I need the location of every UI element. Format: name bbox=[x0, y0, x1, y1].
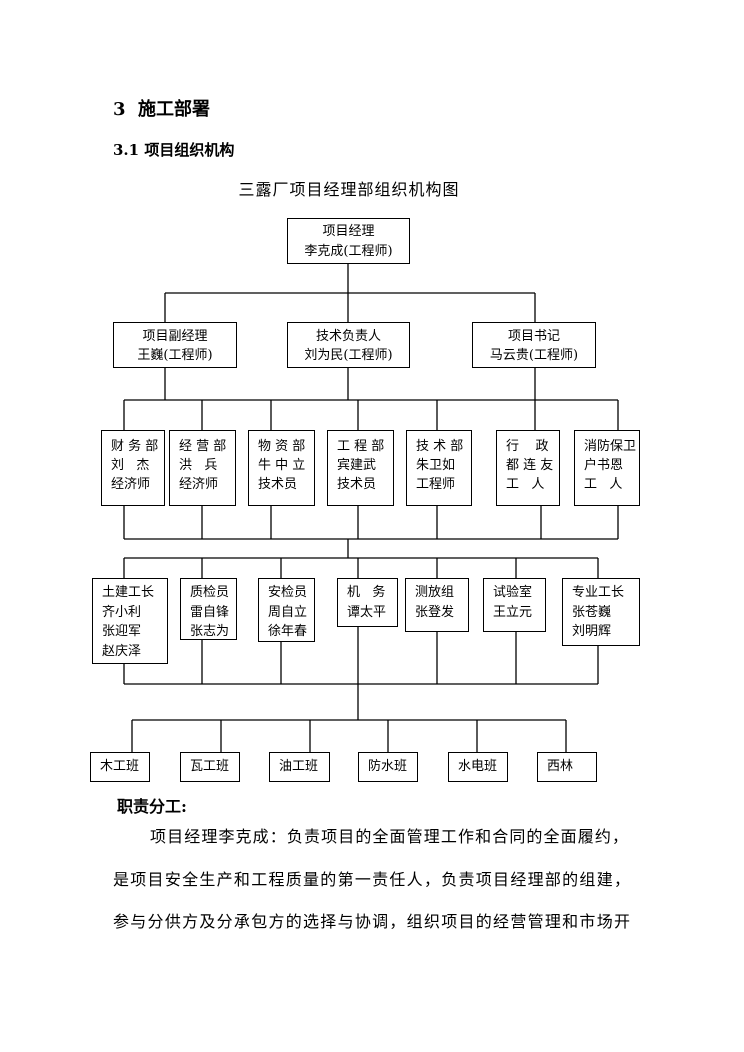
team-box-xilin: 西林 bbox=[537, 752, 597, 782]
box-line: 水电班 bbox=[458, 759, 498, 774]
box-line: 项目副经理 bbox=[142, 329, 208, 344]
project-secretary-box: 项目书记 马云贵(工程师) bbox=[472, 322, 596, 368]
box-line: 刘 杰 bbox=[111, 458, 150, 473]
box-line: 测放组 bbox=[415, 585, 455, 600]
deputy-manager-box: 项目副经理 王巍(工程师) bbox=[113, 322, 237, 368]
box-line: 消防保卫 bbox=[584, 439, 637, 454]
staff-box-surveying: 测放组 张登发 bbox=[405, 578, 469, 632]
box-line: 油工班 bbox=[279, 759, 319, 774]
department-box-operations: 经 营 部 洪 兵 经济师 bbox=[169, 430, 236, 506]
box-line: 张志为 bbox=[190, 624, 230, 639]
department-box-administration: 行 政 都 连 友 工 人 bbox=[496, 430, 560, 506]
department-box-technical: 技 术 部 朱卫如 工程师 bbox=[406, 430, 472, 506]
box-line: 刘明辉 bbox=[572, 624, 612, 639]
duties-paragraph-line: 项目经理李克成：负责项目的全面管理工作和合同的全面履约， bbox=[150, 827, 628, 846]
box-line: 王立元 bbox=[493, 604, 533, 620]
box-line: 工程师 bbox=[416, 477, 456, 492]
box-line: 安检员 bbox=[268, 585, 308, 600]
team-box-waterproofing: 防水班 bbox=[358, 752, 418, 782]
team-box-carpentry: 木工班 bbox=[90, 752, 150, 782]
box-line: 项目经理 bbox=[322, 224, 375, 239]
technical-lead-box: 技术负责人 刘为民(工程师) bbox=[287, 322, 410, 368]
box-line: 项目书记 bbox=[507, 329, 560, 344]
box-line: 朱卫如 bbox=[416, 458, 456, 473]
box-line: 工 人 bbox=[584, 477, 623, 492]
box-line: 张登发 bbox=[415, 604, 455, 620]
box-line: 马云贵(工程师) bbox=[489, 348, 579, 363]
staff-box-specialty-foreman: 专业工长 张苍巍 刘明辉 bbox=[562, 578, 640, 646]
duties-paragraph-line: 是项目安全生产和工程质量的第一责任人，负责项目经理部的组建， bbox=[113, 870, 630, 889]
project-manager-box: 项目经理 李克成(工程师) bbox=[287, 218, 410, 264]
duties-heading: 职责分工: bbox=[117, 797, 187, 816]
box-line: 王巍(工程师) bbox=[137, 348, 213, 363]
box-line: 洪 兵 bbox=[179, 458, 218, 473]
box-line: 周自立 bbox=[268, 604, 308, 620]
staff-box-civil-foreman: 土建工长 齐小利 张迎军 赵庆泽 bbox=[92, 578, 168, 664]
department-box-fire-security: 消防保卫 户书恩 工 人 bbox=[574, 430, 640, 506]
department-box-materials: 物 资 部 牛 中 立 技术员 bbox=[248, 430, 315, 506]
box-line: 土建工长 bbox=[102, 585, 155, 600]
box-line: 物 资 部 bbox=[258, 439, 306, 454]
team-box-painting: 油工班 bbox=[269, 752, 330, 782]
box-line: 赵庆泽 bbox=[102, 643, 142, 659]
box-line: 西林 bbox=[547, 759, 574, 774]
box-line: 经 营 部 bbox=[179, 439, 227, 454]
box-line: 质检员 bbox=[190, 585, 230, 600]
box-line: 技术负责人 bbox=[315, 329, 381, 344]
box-line: 技术员 bbox=[258, 477, 298, 492]
staff-box-safety-inspector: 安检员 周自立 徐年春 bbox=[258, 578, 315, 642]
box-line: 财 务 部 bbox=[111, 439, 159, 454]
box-line: 行 政 bbox=[506, 439, 549, 454]
department-box-finance: 财 务 部 刘 杰 经济师 bbox=[101, 430, 165, 506]
org-chart-title: 三露厂项目经理部组织机构图 bbox=[238, 180, 460, 199]
section-heading: 3 施工部署 bbox=[113, 99, 211, 120]
box-line: 齐小利 bbox=[102, 604, 142, 620]
box-line: 工 人 bbox=[506, 477, 545, 492]
box-line: 宾建武 bbox=[337, 458, 377, 473]
box-line: 经济师 bbox=[111, 477, 151, 492]
box-line: 工 程 部 bbox=[337, 439, 385, 454]
box-line: 徐年春 bbox=[268, 624, 308, 639]
box-line: 牛 中 立 bbox=[258, 458, 306, 473]
department-box-engineering: 工 程 部 宾建武 技术员 bbox=[327, 430, 394, 506]
box-line: 瓦工班 bbox=[190, 759, 230, 774]
box-line: 专业工长 bbox=[572, 585, 625, 600]
duties-paragraph-line: 参与分供方及分承包方的选择与协调，组织项目的经营管理和市场开 bbox=[113, 912, 630, 931]
team-box-masonry: 瓦工班 bbox=[180, 752, 240, 782]
box-line: 刘为民(工程师) bbox=[304, 348, 393, 363]
box-line: 经济师 bbox=[179, 477, 219, 492]
box-line: 都 连 友 bbox=[506, 458, 554, 473]
box-line: 技 术 部 bbox=[416, 439, 464, 454]
box-line: 李克成(工程师) bbox=[304, 244, 393, 259]
staff-box-laboratory: 试验室 王立元 bbox=[483, 578, 546, 632]
box-line: 技术员 bbox=[337, 477, 377, 492]
box-line: 谭太平 bbox=[347, 604, 387, 620]
team-box-plumbing-electrical: 水电班 bbox=[448, 752, 508, 782]
box-line: 张苍巍 bbox=[572, 604, 612, 620]
staff-box-quality-inspector: 质检员 雷自锋 张志为 bbox=[180, 578, 237, 640]
staff-box-machinery: 机 务 谭太平 bbox=[337, 578, 398, 627]
subsection-heading: 3.1 项目组织机构 bbox=[113, 141, 235, 159]
box-line: 机 务 bbox=[347, 585, 386, 600]
box-line: 木工班 bbox=[100, 759, 140, 774]
box-line: 户书恩 bbox=[584, 458, 624, 473]
box-line: 雷自锋 bbox=[190, 604, 230, 620]
box-line: 试验室 bbox=[493, 585, 533, 600]
box-line: 张迎军 bbox=[102, 624, 142, 639]
box-line: 防水班 bbox=[368, 759, 408, 774]
